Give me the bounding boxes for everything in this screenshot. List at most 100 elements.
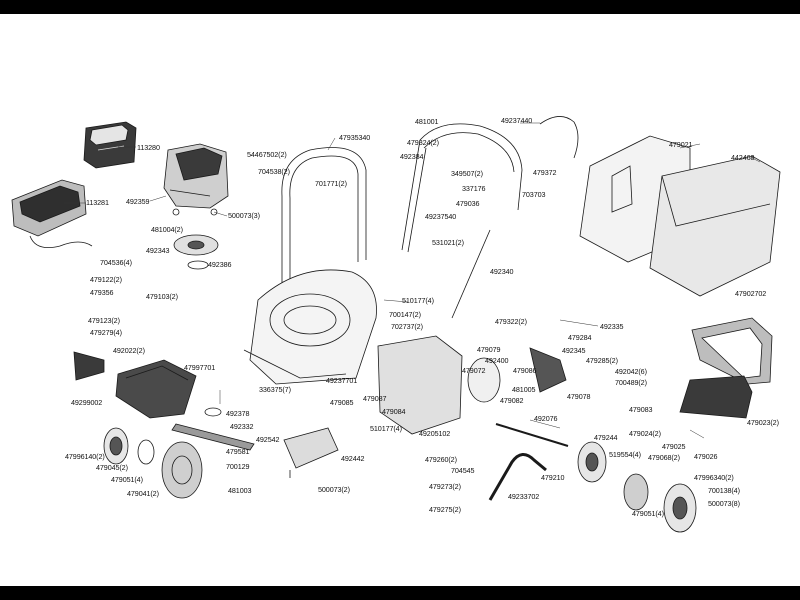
part-label-479244: 479244 [594,433,618,442]
part-label-500073-2: 500073(2) [318,485,350,494]
rear-wheel-mid [577,441,607,483]
part-label-49237701: 49237701 [326,376,358,385]
part-label-479026: 479026 [694,452,718,461]
part-label-700138-4: 700138(4) [708,486,740,495]
part-label-479260-2: 479260(2) [425,455,457,464]
part-label-500073-8: 500073(8) [708,499,740,508]
grass-guide-drawing [283,427,339,478]
rear-wheel-right [623,473,697,533]
top-black-band [0,0,800,14]
part-label-492442: 492442 [341,454,365,463]
bag-lid-drawing [679,375,753,419]
part-label-492345: 492345 [562,346,586,355]
part-label-492384: 492384 [400,152,424,161]
part-label-492400: 492400 [485,356,509,365]
big-wheel-left [161,441,203,499]
bag-frame-drawing [691,317,773,385]
lower-handle-drawing [401,123,523,319]
part-label-479051-4-right: 479051(4) [632,509,664,518]
part-label-49233702: 49233702 [508,492,540,501]
part-label-479279-4: 479279(4) [90,328,122,337]
part-label-492042-6: 492042(6) [615,367,647,376]
part-label-519554-4: 519554(4) [609,450,641,459]
part-label-337176: 337176 [462,184,486,193]
upper-handle-drawing [281,147,367,296]
part-label-479082: 479082 [500,396,524,405]
part-label-479275-2: 479275(2) [429,505,461,514]
part-label-531021-2: 531021(2) [432,238,464,247]
part-label-479084: 479084 [382,407,406,416]
part-label-481001: 481001 [415,117,439,126]
part-label-47996140-2: 47996140(2) [65,452,105,461]
part-label-479103-2: 479103(2) [146,292,178,301]
mower-deck-drawing [243,269,377,385]
part-label-704538-2: 704538(2) [258,167,290,176]
part-label-479087: 479087 [363,394,387,403]
blade-drawing [171,407,255,451]
part-label-479273-2: 479273(2) [429,482,461,491]
part-label-479072: 479072 [462,366,486,375]
flap-drawing [73,351,105,381]
part-label-49237540: 49237540 [425,212,457,221]
part-label-481003: 481003 [228,486,252,495]
part-label-700147-2: 700147(2) [389,310,421,319]
part-label-479210: 479210 [541,473,565,482]
part-label-492386: 492386 [208,260,232,269]
part-label-492378: 492378 [226,409,250,418]
part-label-442468: 442468 [731,153,755,162]
part-label-704536-4: 704536(4) [100,258,132,267]
part-label-700129: 700129 [226,462,250,471]
part-label-479356: 479356 [90,288,114,297]
charger-drawing [11,179,93,249]
part-label-479036: 479036 [456,199,480,208]
part-label-479045-2: 479045(2) [96,463,128,472]
part-label-47996340-2: 47996340(2) [694,473,734,482]
part-label-479086: 479086 [513,366,537,375]
part-label-510177-4-bottom: 510177(4) [370,424,402,433]
part-label-113280: 113280 [137,143,160,152]
part-label-510177-4-top: 510177(4) [402,296,434,305]
part-label-701771-2: 701771(2) [315,179,347,188]
axle-drawing [495,423,569,447]
part-label-500073-3: 500073(3) [228,211,260,220]
part-label-49205102: 49205102 [419,429,451,438]
part-label-479025: 479025 [662,442,686,451]
part-label-704545: 704545 [451,466,475,475]
part-label-54467502-2: 54467502(2) [247,150,287,159]
part-label-492076: 492076 [534,414,558,423]
part-label-479122-2: 479122(2) [90,275,122,284]
part-label-479085: 479085 [330,398,354,407]
part-label-349507-2: 349507(2) [451,169,483,178]
part-label-49299002: 49299002 [71,398,103,407]
part-label-492340: 492340 [490,267,514,276]
part-label-49237440: 49237440 [501,116,533,125]
leader-lines [64,122,761,439]
part-label-481005: 481005 [512,385,536,394]
battery-drawing [83,121,137,169]
part-label-113281: 113281 [86,198,109,207]
part-label-479068-2: 479068(2) [648,453,680,462]
part-label-479083: 479083 [629,405,653,414]
part-label-479024-2: 479024(2) [629,429,661,438]
height-lever-drawing [488,453,547,501]
part-label-492542: 492542 [256,435,280,444]
part-label-336375-7: 336375(7) [259,385,291,394]
cable-drawing [539,116,579,159]
part-label-492335: 492335 [600,322,624,331]
part-label-492332: 492332 [230,422,254,431]
rear-cover-drawing [115,359,197,419]
part-label-479079: 479079 [477,345,501,354]
part-label-479041-2: 479041(2) [127,489,159,498]
motor-housing-drawing [163,143,229,216]
gearbox-drawing [377,335,567,435]
part-label-479581: 479581 [226,447,250,456]
fan-drawing [173,234,219,270]
part-label-479078: 479078 [567,392,591,401]
part-label-492343: 492343 [146,246,170,255]
part-label-479322-2: 479322(2) [495,317,527,326]
part-label-479284: 479284 [568,333,592,342]
part-label-702737-2: 702737(2) [391,322,423,331]
part-label-479324-2: 479324(2) [407,138,439,147]
small-wheel-left [103,427,155,465]
